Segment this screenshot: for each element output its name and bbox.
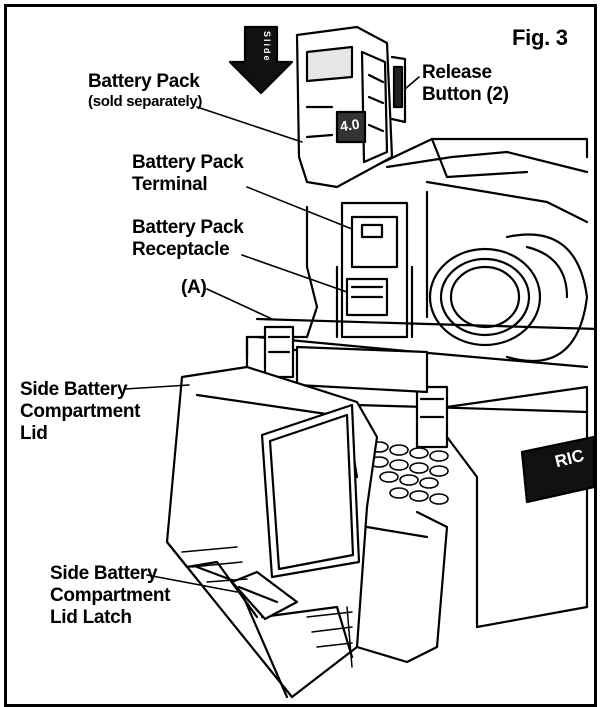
callout-line: Lid Latch — [50, 607, 132, 628]
callout-line: Terminal — [132, 174, 208, 195]
callout-battery-pack-receptacle: Battery Pack Receptacle — [132, 217, 244, 261]
callout-line: Compartment — [50, 585, 171, 606]
callout-line: Button (2) — [422, 84, 509, 105]
callout-line: Battery Pack — [132, 152, 244, 173]
callout-line: Side Battery — [50, 563, 158, 584]
figure-number: Fig. 3 — [512, 25, 568, 50]
callout-side-battery-compartment-lid-latch: Side Battery Compartment Lid Latch — [50, 563, 171, 629]
callout-line: (A) — [181, 277, 207, 298]
battery-readout: 4.0 — [338, 115, 361, 135]
callout-line: Release — [422, 62, 492, 83]
battery-pack — [295, 25, 407, 189]
callout-subline: (sold separately) — [88, 93, 203, 110]
figure-frame: Fig. 3 Battery Pack (sold separately) Re… — [4, 4, 597, 707]
callout-label-a: (A) — [181, 277, 207, 299]
slide-arrow-icon — [228, 25, 294, 95]
hose-port — [428, 233, 589, 362]
callout-line: Battery Pack — [132, 217, 244, 238]
vacuum-illustration — [124, 25, 594, 699]
callout-line: Side Battery — [20, 379, 128, 400]
slide-arrow-text: Slide — [262, 31, 272, 63]
clip-left — [263, 325, 295, 379]
battery-receptacle — [335, 201, 414, 339]
callout-side-battery-compartment-lid: Side Battery Compartment Lid — [20, 379, 141, 445]
callout-battery-pack-terminal: Battery Pack Terminal — [132, 152, 244, 196]
callout-release-button: Release Button (2) — [422, 62, 509, 106]
callout-battery-pack: Battery Pack (sold separately) — [88, 71, 202, 111]
lid-insert-panel — [260, 403, 361, 579]
clip-right — [415, 385, 449, 449]
callout-line: Receptacle — [132, 239, 230, 260]
callout-line: Battery Pack — [88, 71, 200, 92]
vent-grid — [369, 441, 449, 505]
callout-line: Lid — [20, 423, 48, 444]
callout-line: Compartment — [20, 401, 141, 422]
leader-lines — [124, 76, 420, 593]
lid-latch — [230, 570, 299, 621]
